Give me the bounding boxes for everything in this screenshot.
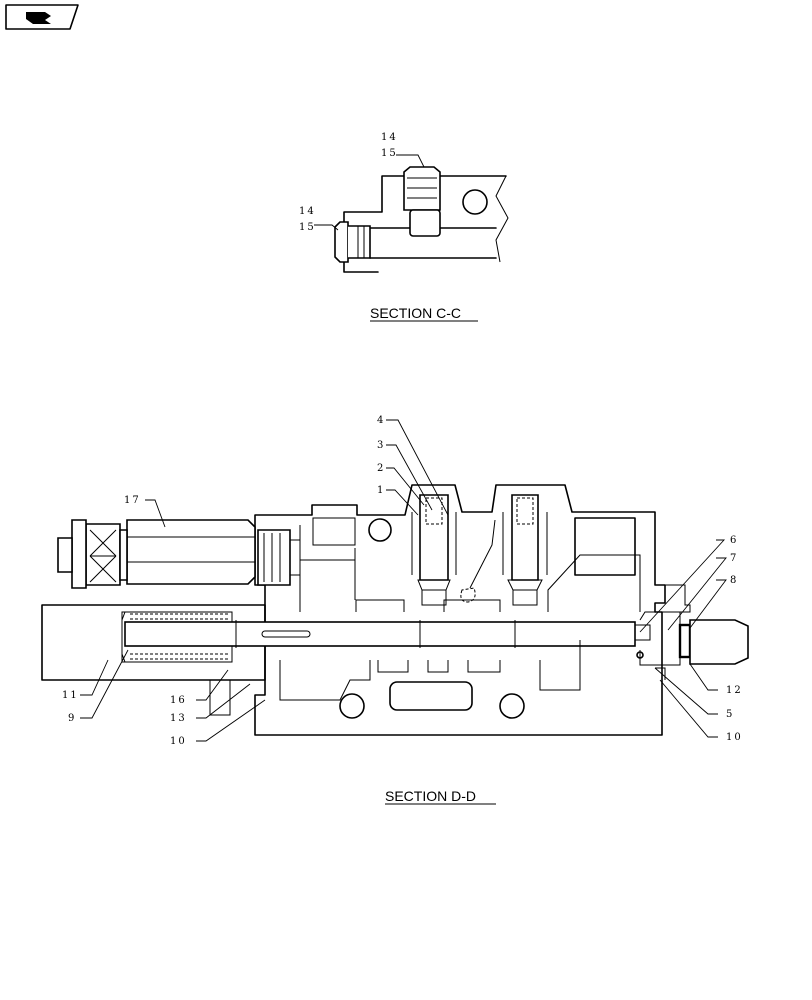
left-housing: [41, 604, 266, 681]
callout-11: 11: [62, 690, 79, 701]
check-valve-right: [502, 494, 548, 606]
callout-2: 2: [377, 463, 385, 474]
callout-10-right: 10: [726, 732, 743, 743]
section-cc-callouts: 14 15 14 15: [299, 132, 398, 233]
callout-15-side: 15: [299, 222, 316, 233]
callout-14-top: 14: [381, 132, 398, 143]
section-dd-drawing: [41, 419, 749, 742]
callout-7: 7: [730, 553, 738, 564]
check-valve-left: [411, 494, 457, 606]
section-cc-drawing: [314, 154, 509, 273]
button-frame: [5, 4, 79, 30]
plug-top: [403, 166, 441, 237]
callout-3: 3: [377, 440, 385, 451]
callout-9: 9: [68, 713, 76, 724]
callout-10-left: 10: [170, 736, 187, 747]
arrow-back-icon: [26, 12, 51, 24]
callout-6: 6: [730, 535, 738, 546]
callout-17: 17: [124, 495, 141, 506]
callout-4: 4: [377, 415, 385, 426]
callout-15-top: 15: [381, 148, 398, 159]
port-hole: [462, 189, 488, 215]
spool: [124, 621, 636, 647]
callout-1: 1: [377, 485, 385, 496]
section-cc-title: SECTION C-C: [370, 305, 461, 321]
section-dd-callouts: 4 3 2 1 17 6 7 8 11 9 16 13 10 12 5 10: [62, 415, 743, 747]
solenoid: [57, 519, 301, 589]
callout-8: 8: [730, 575, 738, 586]
valve-body: [254, 484, 666, 736]
nav-back-button[interactable]: [5, 4, 79, 30]
callout-12: 12: [726, 685, 743, 696]
callout-13: 13: [170, 713, 187, 724]
section-dd-title: SECTION D-D: [385, 788, 476, 804]
callout-14-side: 14: [299, 206, 316, 217]
callout-5: 5: [726, 709, 734, 720]
callout-16: 16: [170, 695, 187, 706]
plug-side: [334, 221, 371, 263]
